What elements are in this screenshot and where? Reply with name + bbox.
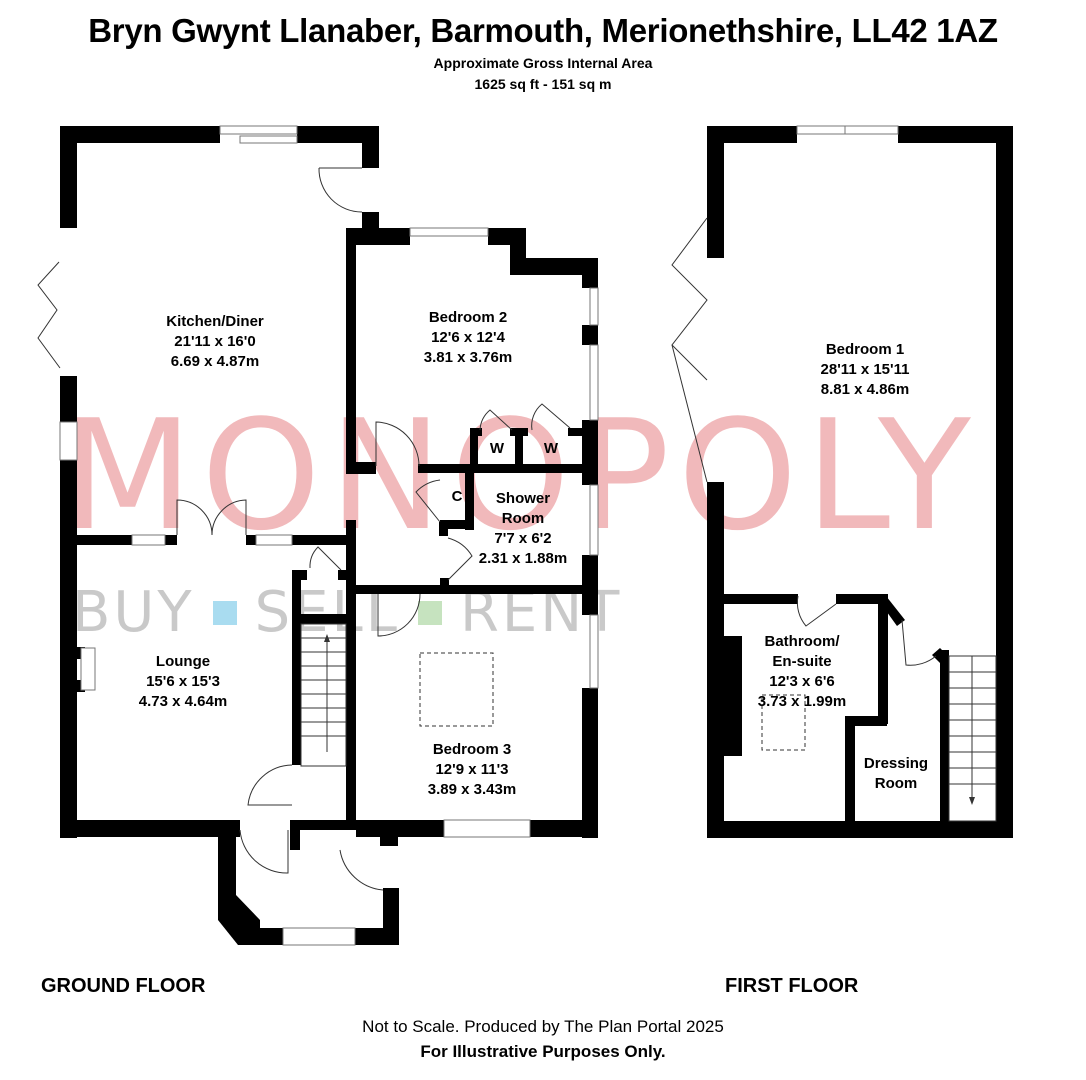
footer-note: For Illustrative Purposes Only.	[420, 1042, 666, 1061]
area-value: 1625 sq ft - 151 sq m	[474, 76, 612, 92]
page-title: Bryn Gwynt Llanaber, Barmouth, Merioneth…	[88, 12, 998, 49]
watermark-buy: BUY	[72, 580, 195, 645]
cupboard-label: C	[451, 488, 463, 505]
wardrobe-label-1: W	[489, 440, 505, 457]
room-dressing-room: Dressing Room	[863, 755, 929, 792]
room-bedroom-1: Bedroom 1 28'11 x 15'11 8.81 x 4.86m	[820, 341, 910, 398]
area-label: Approximate Gross Internal Area	[433, 55, 653, 71]
room-shower-room: Shower Room 7'7 x 6'2 2.31 x 1.88m	[478, 490, 568, 567]
first-floor-label: FIRST FLOOR	[725, 975, 859, 997]
room-lounge: Lounge 15'6 x 15'3 4.73 x 4.64m	[138, 653, 228, 710]
footer-disclaimer: Not to Scale. Produced by The Plan Porta…	[362, 1017, 724, 1036]
room-kitchen-diner: Kitchen/Diner 21'11 x 16'0 6.69 x 4.87m	[166, 313, 264, 370]
ground-floor-label: GROUND FLOOR	[41, 975, 206, 997]
blue-square-icon	[212, 601, 237, 625]
stair-arrow-down-icon	[969, 797, 975, 805]
room-bedroom-2: Bedroom 2 12'6 x 12'4 3.81 x 3.76m	[423, 309, 513, 366]
green-square-icon	[417, 601, 442, 625]
wardrobe-label-2: W	[543, 440, 559, 457]
room-bathroom-en-suite: Bathroom/ En-suite 12'3 x 6'6 3.73 x 1.9…	[757, 633, 847, 710]
stair-arrow-up-icon	[324, 634, 330, 642]
room-bedroom-3: Bedroom 3 12'9 x 11'3 3.89 x 3.43m	[427, 741, 517, 798]
